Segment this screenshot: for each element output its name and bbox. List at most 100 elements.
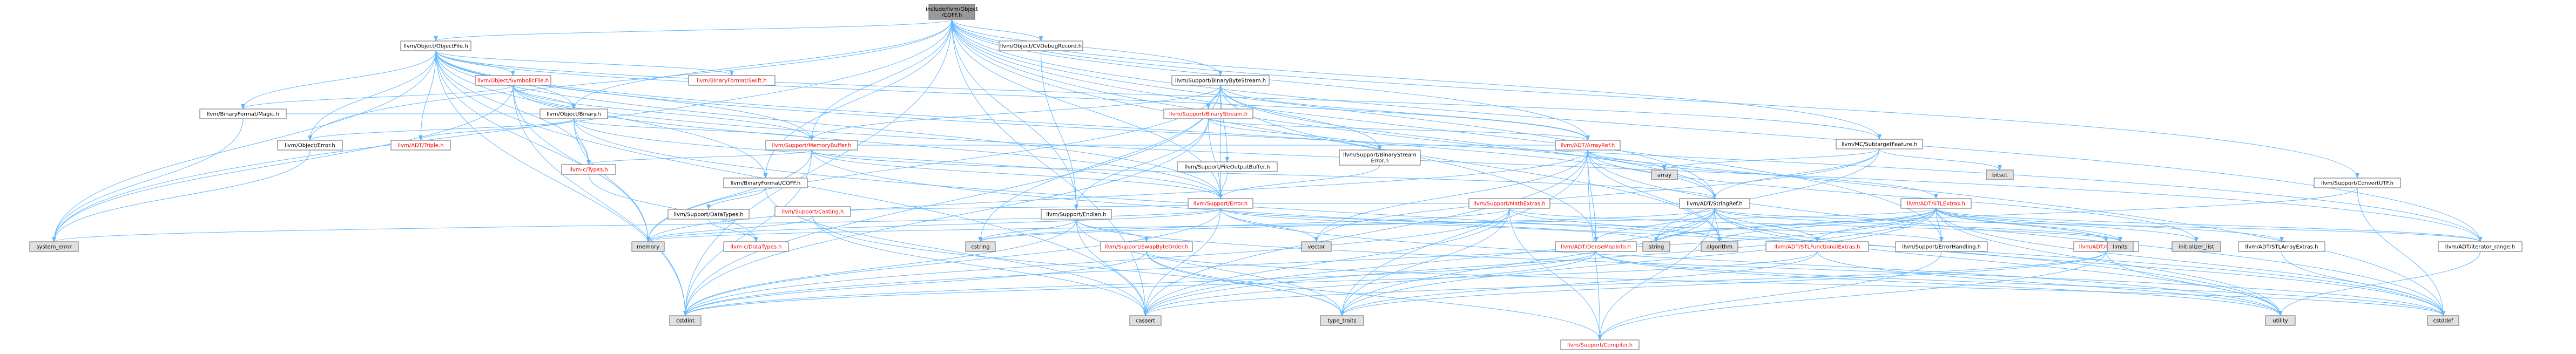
node-label-vector: vector bbox=[1308, 244, 1326, 250]
node-algorithm: algorithm bbox=[1701, 241, 1738, 252]
edge-symfile-to-iterrange bbox=[512, 85, 2483, 242]
edge-stlext-to-errhandling bbox=[1936, 208, 1944, 242]
edge-subtarget-to-string bbox=[1654, 148, 1880, 242]
node-errhandling[interactable]: llvm/Support/ErrorHandling.h bbox=[1895, 241, 1988, 252]
node-swaporder[interactable]: llvm/Support/SwapByteOrder.h bbox=[1100, 241, 1193, 252]
edge-membuf-to-ctypes bbox=[586, 149, 812, 165]
node-cvdebug[interactable]: llvm/Object/CVDebugRecord.h bbox=[999, 40, 1083, 51]
node-compiler[interactable]: llvm/Support/Compiler.h bbox=[1560, 339, 1640, 350]
node-swift[interactable]: llvm/BinaryFormat/Swift.h bbox=[688, 75, 776, 86]
node-stlext[interactable]: llvm/ADT/STLExtras.h bbox=[1900, 198, 1972, 209]
edge-bserr-to-error bbox=[1218, 165, 1380, 199]
node-label-binstream: llvm/Support/BinaryStream.h bbox=[1169, 112, 1247, 118]
edge-binary-to-objerr bbox=[308, 118, 574, 141]
node-fob[interactable]: llvm/Support/FileOutputBuffer.h bbox=[1177, 161, 1278, 172]
edge-stlarray-to-cstddef bbox=[2281, 251, 2445, 316]
node-subtarget[interactable]: llvm/MC/SubtargetFeature.h bbox=[1836, 139, 1923, 149]
node-label-datatypes: llvm/Support/DataTypes.h bbox=[673, 212, 743, 218]
node-label-cstddef: cstddef bbox=[2433, 318, 2453, 324]
node-mathext[interactable]: llvm/Support/MathExtras.h bbox=[1468, 198, 1550, 209]
edge-bbs-to-stringref bbox=[1220, 85, 1717, 199]
node-label-fob: llvm/Support/FileOutputBuffer.h bbox=[1185, 165, 1270, 171]
node-bbs[interactable]: llvm/Support/BinaryByteStream.h bbox=[1171, 75, 1270, 86]
node-type_traits: type_traits bbox=[1320, 315, 1364, 326]
edge-symfile-to-magic bbox=[241, 85, 514, 110]
node-datatypes[interactable]: llvm/Support/DataTypes.h bbox=[667, 209, 750, 220]
node-bfcoff[interactable]: llvm/BinaryFormat/COFF.h bbox=[723, 178, 808, 188]
edge-objfile-to-cstdint bbox=[435, 50, 687, 316]
node-label-bitset: bitset bbox=[1992, 173, 2007, 179]
node-membuf[interactable]: llvm/Support/MemoryBuffer.h bbox=[765, 140, 858, 151]
node-label-magic: llvm/BinaryFormat/Magic.h bbox=[207, 112, 279, 118]
edge-mathext-to-algorithm bbox=[1509, 208, 1722, 242]
node-binstream[interactable]: llvm/Support/BinaryStream.h bbox=[1163, 108, 1253, 119]
node-label-type_traits: type_traits bbox=[1327, 318, 1356, 324]
edge-subtarget-to-vector bbox=[1314, 148, 1880, 242]
edge-binstream-to-error bbox=[1208, 118, 1223, 199]
edge-densemapinfo-to-cstddef bbox=[1595, 251, 2445, 316]
node-label-stlarray: llvm/ADT/STLArrayExtras.h bbox=[2245, 244, 2318, 250]
node-memory: memory bbox=[631, 241, 665, 252]
edge-root-to-convutf bbox=[952, 19, 2359, 179]
edge-root-to-endian bbox=[952, 19, 1078, 210]
node-ctypes[interactable]: llvm-c/Types.h bbox=[561, 164, 616, 175]
node-triple[interactable]: llvm/ADT/Triple.h bbox=[390, 140, 451, 151]
node-label-mathext: llvm/Support/MathExtras.h bbox=[1473, 201, 1546, 207]
node-cstddef: cstddef bbox=[2427, 315, 2459, 326]
edge-arrayref-to-stlext bbox=[1587, 149, 1938, 199]
edge-root-to-cstddef bbox=[952, 19, 2445, 316]
node-symfile[interactable]: llvm/Object/SymbolicFile.h bbox=[475, 75, 551, 86]
edge-bbs-to-fob bbox=[1220, 85, 1230, 162]
node-objerr[interactable]: llvm/Object/Error.h bbox=[277, 140, 343, 151]
edge-binary-to-memory bbox=[574, 118, 650, 242]
edge-endian-to-cstddef bbox=[1076, 219, 2445, 316]
edge-subtarget-to-array bbox=[1662, 148, 1880, 171]
node-label-cassert: cassert bbox=[1136, 318, 1155, 324]
node-magic[interactable]: llvm/BinaryFormat/Magic.h bbox=[199, 108, 287, 119]
edge-root-to-binary bbox=[571, 19, 952, 110]
edge-error-to-memory bbox=[646, 208, 1221, 242]
edge-stringref-to-stlfunc bbox=[1714, 208, 1819, 242]
node-label-system_error: system_error bbox=[36, 244, 72, 250]
node-convutf[interactable]: llvm/Support/ConvertUTF.h bbox=[2314, 178, 2401, 188]
node-label-bfcoff: llvm/BinaryFormat/COFF.h bbox=[731, 181, 801, 187]
node-label-error: llvm/Support/Error.h bbox=[1193, 201, 1247, 207]
node-objfile[interactable]: llvm/Object/ObjectFile.h bbox=[400, 40, 471, 51]
node-error[interactable]: llvm/Support/Error.h bbox=[1188, 198, 1253, 209]
edge-densemapinfo-to-cassert bbox=[1143, 251, 1596, 316]
node-iterrange[interactable]: llvm/ADT/iterator_range.h bbox=[2438, 241, 2523, 252]
node-utility: utility bbox=[2265, 315, 2296, 326]
edge-arrayref-to-array bbox=[1587, 149, 1667, 171]
edge-error-to-errhandling bbox=[1220, 208, 1944, 242]
edge-root-to-bfcoff bbox=[763, 19, 952, 179]
edge-root-to-membuf bbox=[810, 19, 952, 141]
edge-objfile-to-objerr bbox=[308, 50, 436, 141]
edge-stringref-to-compiler bbox=[1597, 208, 1715, 341]
node-casting[interactable]: llvm/Support/Casting.h bbox=[774, 206, 851, 217]
node-root[interactable]: include/llvm/Object/COFF.h bbox=[926, 4, 978, 20]
node-binary[interactable]: llvm/Object/Binary.h bbox=[540, 108, 608, 119]
edge-stlext-to-algorithm bbox=[1717, 208, 1937, 242]
node-arrayref[interactable]: llvm/ADT/ArrayRef.h bbox=[1555, 140, 1621, 151]
node-label-convutf: llvm/Support/ConvertUTF.h bbox=[2321, 181, 2393, 187]
edge-root-to-objerr bbox=[308, 19, 952, 141]
node-stlarray[interactable]: llvm/ADT/STLArrayExtras.h bbox=[2238, 241, 2325, 252]
edge-convutf-to-cstddef bbox=[2357, 187, 2445, 316]
edge-root-to-objfile bbox=[434, 19, 952, 42]
node-densemapinfo[interactable]: llvm/ADT/DenseMapInfo.h bbox=[1555, 241, 1637, 252]
edge-bbs-to-cstdint bbox=[683, 85, 1221, 316]
node-label-bserr-1: Error.h bbox=[1371, 158, 1389, 164]
edge-binary-to-membuf bbox=[574, 118, 814, 141]
node-cdatatypes[interactable]: llvm-c/DataTypes.h bbox=[723, 241, 789, 252]
edge-arrayref-to-cassert bbox=[1143, 149, 1588, 316]
node-label-root-1: /COFF.h bbox=[942, 12, 962, 18]
edge-optional-to-cassert bbox=[1143, 251, 2107, 316]
node-stlfunc[interactable]: llvm/ADT/STLFunctionalExtras.h bbox=[1765, 241, 1869, 252]
edge-layer bbox=[52, 19, 2483, 341]
edge-arrayref-to-init_list bbox=[1587, 149, 2199, 242]
node-label-compiler: llvm/Support/Compiler.h bbox=[1567, 343, 1633, 349]
node-endian[interactable]: llvm/Support/Endian.h bbox=[1041, 209, 1112, 220]
node-stringref[interactable]: llvm/ADT/StringRef.h bbox=[1679, 198, 1750, 209]
node-init_list: initializer_list bbox=[2172, 241, 2221, 252]
